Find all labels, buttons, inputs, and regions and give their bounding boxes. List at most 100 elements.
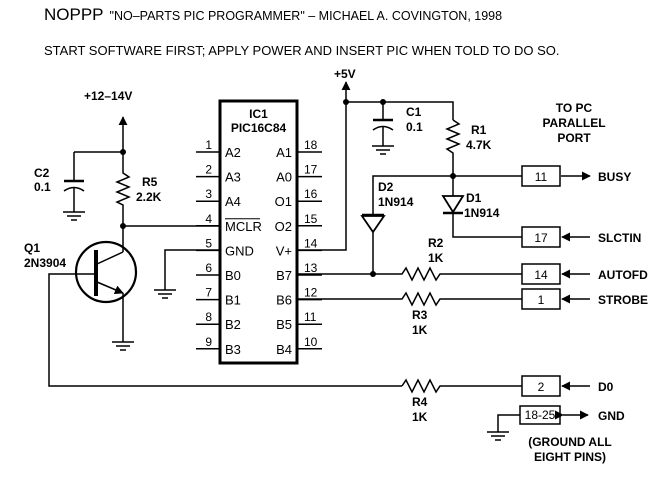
port-pin-number: 17: [534, 231, 548, 245]
d2-ref: D2: [378, 180, 394, 194]
ic-pin-number-left: 8: [205, 310, 212, 324]
r3-value: 1K: [412, 323, 428, 337]
port-pin-strobe: 1 STROBE: [521, 288, 648, 310]
d2-value: 1N914: [378, 195, 414, 209]
ic-pin-number-right: 10: [304, 335, 318, 349]
ic-pin-name-left: A3: [225, 170, 241, 185]
r1-value: 4.7K: [466, 138, 492, 152]
resistor-r2: [297, 266, 522, 282]
ic-pin-name-left: A2: [225, 145, 241, 160]
ic-pin-name-left: A4: [225, 194, 241, 209]
port-signal: SLCTIN: [598, 231, 641, 245]
ic-pin-number-left: 5: [205, 236, 212, 250]
ic-pin-name-right: A0: [276, 170, 292, 185]
port-pin-slctin: 17 SLCTIN: [521, 226, 641, 248]
ic-pin-name-left: B0: [225, 268, 241, 283]
port-pin-busy: 11 BUSY: [521, 165, 631, 187]
diode-d2: [360, 213, 386, 274]
resistor-r1: [445, 119, 461, 176]
v5-label: +5V: [334, 67, 356, 81]
r2-ref: R2: [428, 236, 444, 250]
ic-pin-number-right: 11: [304, 310, 317, 324]
port-pin-gnd: 18-25 GND: [487, 405, 625, 441]
r4-value: 1K: [412, 410, 428, 424]
ic-pin-number-left: 7: [205, 286, 212, 300]
title-rest: "NO–PARTS PIC PROGRAMMER" – MICHAEL A. C…: [110, 9, 503, 23]
r4-ref: R4: [412, 395, 428, 409]
ic-pin-name-right: B4: [276, 342, 292, 357]
ic-pin-name-left: B3: [225, 342, 241, 357]
d1-value: 1N914: [464, 206, 500, 220]
ic-pin-name-right: O2: [275, 219, 292, 234]
r2-value: 1K: [428, 251, 444, 265]
ic-ref: IC1: [249, 107, 268, 121]
port-heading-3: PORT: [557, 131, 591, 145]
ic-pin-number-right: 16: [304, 187, 318, 201]
r5-ref: R5: [142, 175, 158, 189]
capacitor-c1: [372, 102, 394, 155]
port-pin-number: 1: [538, 293, 545, 307]
ground-note-2: EIGHT PINS): [534, 450, 606, 464]
ic-pin-name-left: GND: [225, 243, 254, 258]
diode-d1: [441, 176, 522, 238]
transistor-q1: [48, 226, 402, 387]
junction: [343, 99, 349, 105]
port-signal: BUSY: [598, 170, 631, 184]
port-signal: AUTOFD: [598, 268, 648, 282]
r3-ref: R3: [412, 308, 428, 322]
resistor-r3: [297, 291, 522, 307]
ic-pin-number-right: 17: [304, 163, 318, 177]
ic-pin-name-right: B6: [276, 293, 292, 308]
ic-pin-name-right: V+: [276, 243, 292, 258]
subtitle: START SOFTWARE FIRST; APPLY POWER AND IN…: [44, 43, 560, 58]
resistor-r5: [115, 152, 131, 226]
ground-note-1: (GROUND ALL: [528, 435, 612, 449]
capacitor-c2: [63, 152, 85, 221]
ic-pin-number-right: 13: [304, 261, 318, 275]
title-main: NOPPP: [44, 5, 104, 24]
ic-pin-number-right: 14: [304, 236, 318, 250]
port-pin-number: 2: [538, 380, 545, 394]
ic-pin-number-right: 12: [304, 286, 318, 300]
ic-pin-number-right: 15: [304, 212, 318, 226]
ic-part: PIC16C84: [231, 121, 287, 135]
ic-pin-number-left: 1: [205, 138, 212, 152]
c1-ref: C1: [406, 105, 422, 119]
port-signal: D0: [598, 380, 614, 394]
resistor-r4: [401, 378, 522, 394]
port-signal: GND: [598, 409, 625, 423]
port-heading-2: PARALLEL: [542, 116, 605, 130]
ic-pin-name-left: B1: [225, 293, 241, 308]
port-pin-number: 18-25: [525, 408, 556, 422]
port-heading-1: TO PC: [556, 101, 593, 115]
ic-pin-number-left: 4: [205, 212, 212, 226]
port-pin-number: 11: [535, 170, 548, 184]
ic-pin-name-left: MCLR: [225, 219, 262, 234]
port-pin-autofd: 14 AUTOFD: [521, 263, 648, 285]
port-pin-d0: 2 D0: [521, 375, 614, 397]
ic-pin-name-right: B7: [276, 268, 292, 283]
port-signal: STROBE: [598, 293, 648, 307]
c1-value: 0.1: [406, 120, 423, 134]
ic-pin-name-right: B5: [276, 317, 292, 332]
c2-value: 0.1: [34, 180, 51, 194]
title: NOPPP "NO–PARTS PIC PROGRAMMER" – MICHAEL…: [44, 5, 502, 24]
c2-ref: C2: [34, 166, 50, 180]
ic-pin-number-left: 2: [205, 163, 212, 177]
ic-pin-name-right: A1: [276, 145, 292, 160]
q1-ref: Q1: [24, 241, 40, 255]
ic-pin-number-left: 9: [205, 335, 212, 349]
r5-value: 2.2K: [136, 190, 162, 204]
r1-ref: R1: [471, 123, 487, 137]
d1-ref: D1: [466, 191, 482, 205]
ic-pin-name-right: O1: [275, 194, 292, 209]
v12-label: +12–14V: [84, 89, 132, 103]
ic-pin-number-left: 3: [205, 187, 212, 201]
ic-pin-number-right: 18: [304, 138, 318, 152]
ic-pin-number-left: 6: [205, 261, 212, 275]
port-pin-number: 14: [534, 268, 548, 282]
q1-value: 2N3904: [24, 256, 66, 270]
ic-pin-name-left: B2: [225, 317, 241, 332]
